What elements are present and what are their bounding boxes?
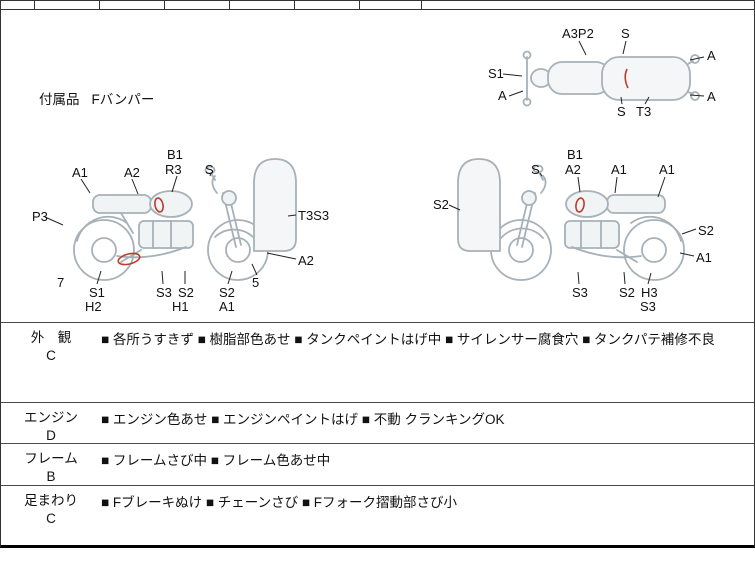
damage-code-label: S3 [156,285,172,300]
header-row-remnant [1,1,754,10]
damage-code-label: S [205,162,214,177]
accessories-label: 付属品 [39,92,80,107]
damage-code-label: A3P2 [562,26,594,41]
damage-code-label: S1 [488,66,504,81]
damage-code-label: H2 [85,299,102,314]
category-label: 足まわり [24,493,78,508]
table-row-undercarriage: 足まわり C ■ Fブレーキぬけ ■ チェーンさび ■ Fフォーク摺動部さび小 [1,485,754,545]
remarks-text: ■ エンジン色あせ ■ エンジンペイントはげ ■ 不動 クランキングOK [101,412,505,427]
column-divider-tick [99,1,100,9]
category-label: フレーム [24,451,78,466]
damage-code-label: A1 [219,299,235,314]
damage-code-label: A2 [298,253,314,268]
category-label: エンジン [24,410,78,425]
accessories-value: Fバンパー [91,92,155,107]
damage-code-label: B1 [167,147,183,162]
remarks-text: ■ フレームさび中 ■ フレーム色あせ中 [101,453,331,468]
damage-code-label: S2 [433,197,449,212]
damage-code-label: A1 [659,162,675,177]
damage-code-label: S2 [698,223,714,238]
category-cell: フレーム B [1,444,101,485]
category-cell: 足まわり C [1,486,101,545]
damage-code-label: A [707,89,716,104]
damage-code-label: H1 [172,299,189,314]
category-cell: エンジン D [1,403,101,443]
table-row-exterior: 外 観 C ■ 各所うすきず ■ 樹脂部色あせ ■ タンクペイントはげ中 ■ サ… [1,322,754,402]
damage-code-label: A1 [72,165,88,180]
damage-code-label: S3 [572,285,588,300]
damage-code-label: T3S3 [298,208,330,223]
column-divider-tick [294,1,295,9]
table-row-frame: フレーム B ■ フレームさび中 ■ フレーム色あせ中 [1,443,754,485]
leader-lines [44,40,705,285]
damage-code-label: R3 [165,162,182,177]
damage-code-label: S2 [178,285,194,300]
accessories-line: 付属品 Fバンパー [39,88,154,108]
damage-code-label: A [498,88,507,103]
damage-code-label: S2 [219,285,235,300]
damage-code-label: H3 [641,285,658,300]
damage-code-label: S3 [640,299,656,314]
auction-inspection-sheet: 付属品 Fバンパー A3P2 S A S1 A A S T3 A1 A2 B1 R… [0,0,755,548]
grade-value: D [46,428,56,443]
damage-code-label: S [531,162,540,177]
column-divider-tick [34,1,35,9]
damage-code-label: A1 [611,162,627,177]
vehicle-diagram [44,40,705,285]
damage-code-label: A [707,48,716,63]
damage-code-label: S [621,26,630,41]
damage-code-label: B1 [567,147,583,162]
damage-code-label: 7 [57,275,65,290]
remarks-text: ■ Fブレーキぬけ ■ チェーンさび ■ Fフォーク摺動部さび小 [101,495,458,510]
category-cell: 外 観 C [1,323,101,402]
category-label: 外 観 [30,330,72,345]
damage-code-label: S [617,104,626,119]
remarks-text: ■ 各所うすきず ■ 樹脂部色あせ ■ タンクペイントはげ中 ■ サイレンサー腐… [101,332,715,347]
column-divider-tick [229,1,230,9]
top-view-bike-drawing [522,50,700,107]
grade-value: C [46,511,56,526]
damage-code-label: S2 [619,285,635,300]
damage-code-label: A2 [565,162,581,177]
damage-code-label: P3 [32,209,48,224]
right-side-bike-drawing [457,158,685,281]
column-divider-tick [359,1,360,9]
damage-code-label: T3 [636,104,652,119]
left-side-bike-drawing [73,158,297,281]
inspection-table: 外 観 C ■ 各所うすきず ■ 樹脂部色あせ ■ タンクペイントはげ中 ■ サ… [1,322,754,545]
damage-code-label: 5 [252,275,260,290]
damage-marks [117,68,629,266]
table-row-engine: エンジン D ■ エンジン色あせ ■ エンジンペイントはげ ■ 不動 クランキン… [1,402,754,443]
grade-value: C [46,348,56,363]
damage-code-label: S1 [89,285,105,300]
grade-value: B [46,469,56,484]
column-divider-tick [421,1,422,9]
damage-code-label: A1 [696,250,712,265]
damage-code-label: A2 [124,165,140,180]
column-divider-tick [164,1,165,9]
